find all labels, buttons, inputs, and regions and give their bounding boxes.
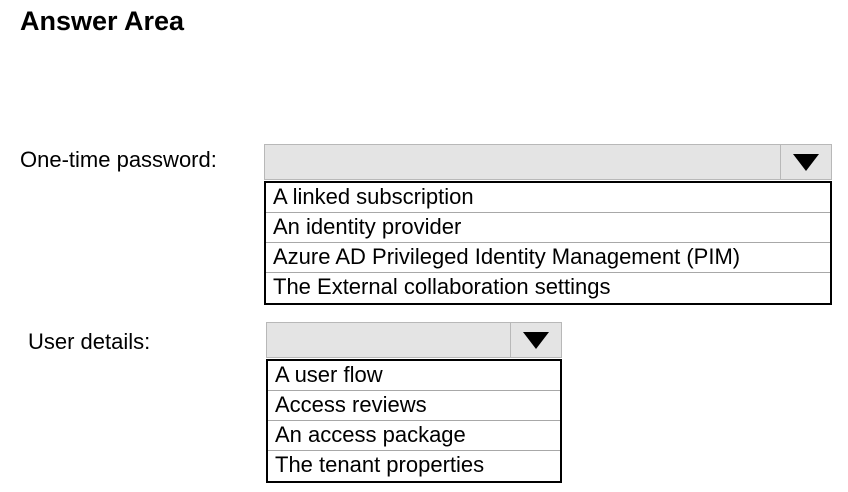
user-details-dropdown[interactable]: A user flow Access reviews An access pac… bbox=[266, 322, 562, 483]
option-azure-ad-pim[interactable]: Azure AD Privileged Identity Management … bbox=[266, 243, 830, 273]
dropdown-options-list: A linked subscription An identity provid… bbox=[264, 181, 832, 305]
option-linked-subscription[interactable]: A linked subscription bbox=[266, 183, 830, 213]
triangle-down-icon bbox=[793, 154, 819, 171]
dropdown-header[interactable] bbox=[264, 144, 832, 180]
dropdown-header[interactable] bbox=[266, 322, 562, 358]
user-details-label: User details: bbox=[28, 329, 151, 354]
option-external-collaboration-settings[interactable]: The External collaboration settings bbox=[273, 274, 611, 299]
dropdown-toggle-button[interactable] bbox=[510, 322, 562, 358]
option-access-package[interactable]: An access package bbox=[268, 421, 560, 451]
option-user-flow[interactable]: A user flow bbox=[268, 361, 560, 391]
answer-area-title: Answer Area bbox=[20, 6, 185, 36]
option-tenant-properties[interactable]: The tenant properties bbox=[275, 452, 485, 477]
dropdown-toggle-button[interactable] bbox=[780, 144, 832, 180]
triangle-down-icon bbox=[523, 332, 549, 349]
option-identity-provider[interactable]: An identity provider bbox=[266, 213, 830, 243]
one-time-password-label: One-time password: bbox=[20, 147, 217, 172]
one-time-password-dropdown[interactable]: A linked subscription An identity provid… bbox=[264, 144, 832, 305]
option-access-reviews[interactable]: Access reviews bbox=[268, 391, 560, 421]
dropdown-options-list: A user flow Access reviews An access pac… bbox=[266, 359, 562, 483]
